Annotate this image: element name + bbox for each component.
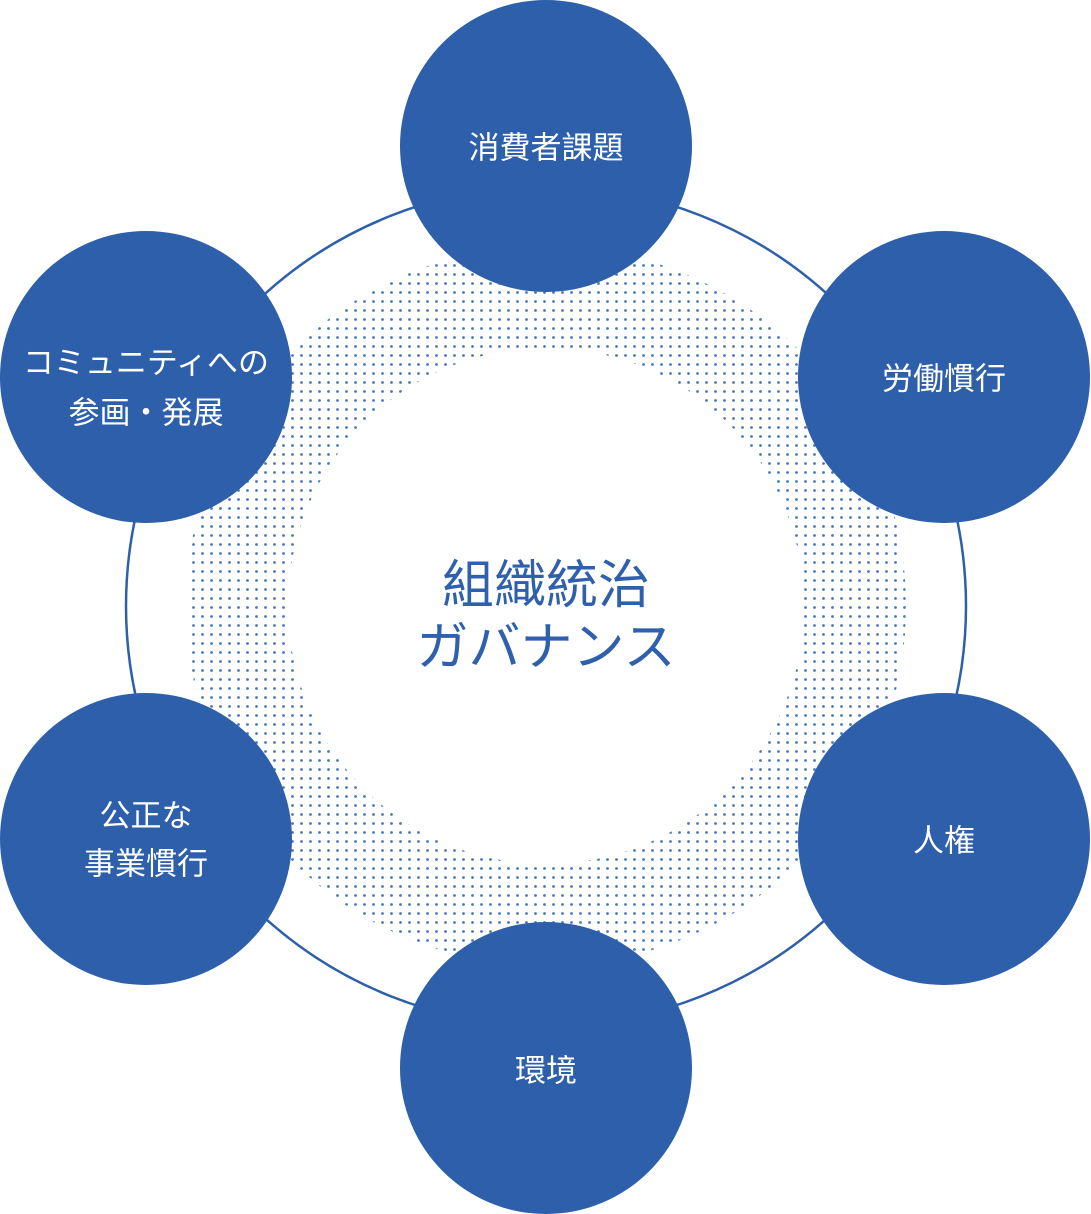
node-label-line2: 事業慣行 xyxy=(84,847,208,883)
node-label-line2: 参画・発展 xyxy=(69,396,224,432)
node-label-line1: コミュニティへの xyxy=(23,346,269,382)
node-labor-practices: 労働慣行 xyxy=(798,231,1090,523)
node-human-rights: 人権 xyxy=(798,693,1090,985)
center-title-line2: ガバナンス xyxy=(417,618,676,678)
center-disc xyxy=(288,348,804,864)
node-label: 人権 xyxy=(913,824,975,860)
node-label: 消費者課題 xyxy=(469,131,624,167)
node-label-line1: 公正な xyxy=(100,799,193,835)
center-title-line1: 組織統治 xyxy=(442,556,650,616)
node-label: 環境 xyxy=(515,1054,577,1090)
node-consumer-issues: 消費者課題 xyxy=(400,0,692,292)
node-community-involvement: コミュニティへの 参画・発展 xyxy=(0,231,292,523)
node-fair-operating-practices: 公正な 事業慣行 xyxy=(0,693,292,985)
node-label: 労働慣行 xyxy=(882,362,1006,398)
node-environment: 環境 xyxy=(400,922,692,1214)
